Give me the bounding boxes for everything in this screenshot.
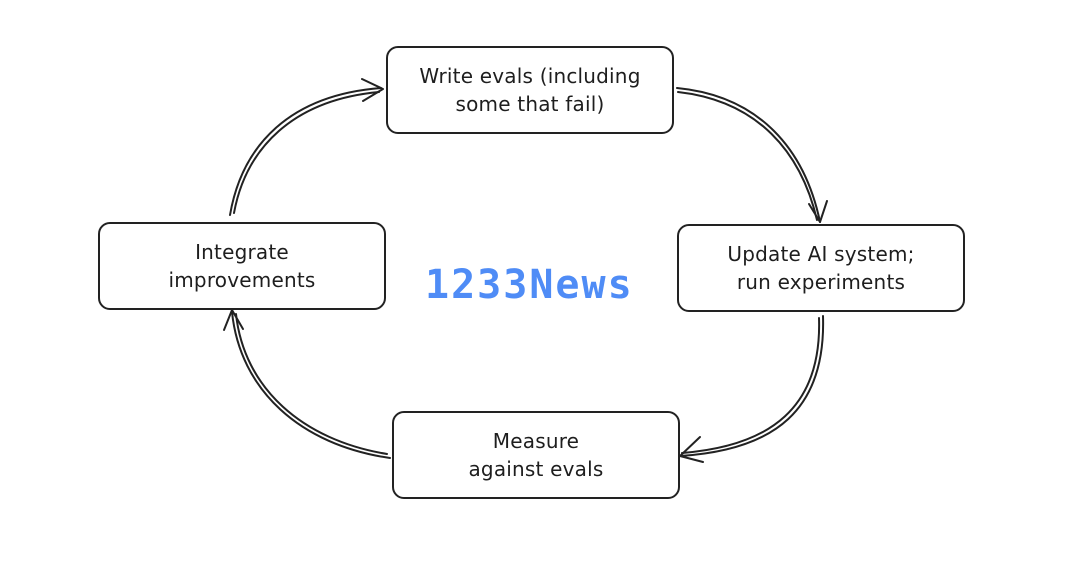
arrow-update-to-measure bbox=[679, 315, 825, 463]
node-write-evals-label: Write evals (including some that fail) bbox=[419, 64, 641, 116]
node-update-ai-system-label: Update AI system; run experiments bbox=[727, 242, 915, 294]
arrow-integrate-to-write bbox=[229, 78, 384, 216]
node-integrate-improvements-label: Integrate improvements bbox=[168, 240, 316, 292]
watermark-logo: 1233News bbox=[425, 262, 634, 308]
node-write-evals: Write evals (including some that fail) bbox=[386, 46, 674, 134]
arrow-measure-to-integrate bbox=[223, 309, 391, 459]
node-integrate-improvements: Integrate improvements bbox=[98, 222, 386, 310]
arrow-write-to-update bbox=[676, 87, 828, 223]
node-update-ai-system: Update AI system; run experiments bbox=[677, 224, 965, 312]
node-measure: Measure against evals bbox=[392, 411, 680, 499]
node-measure-label: Measure against evals bbox=[468, 429, 604, 481]
